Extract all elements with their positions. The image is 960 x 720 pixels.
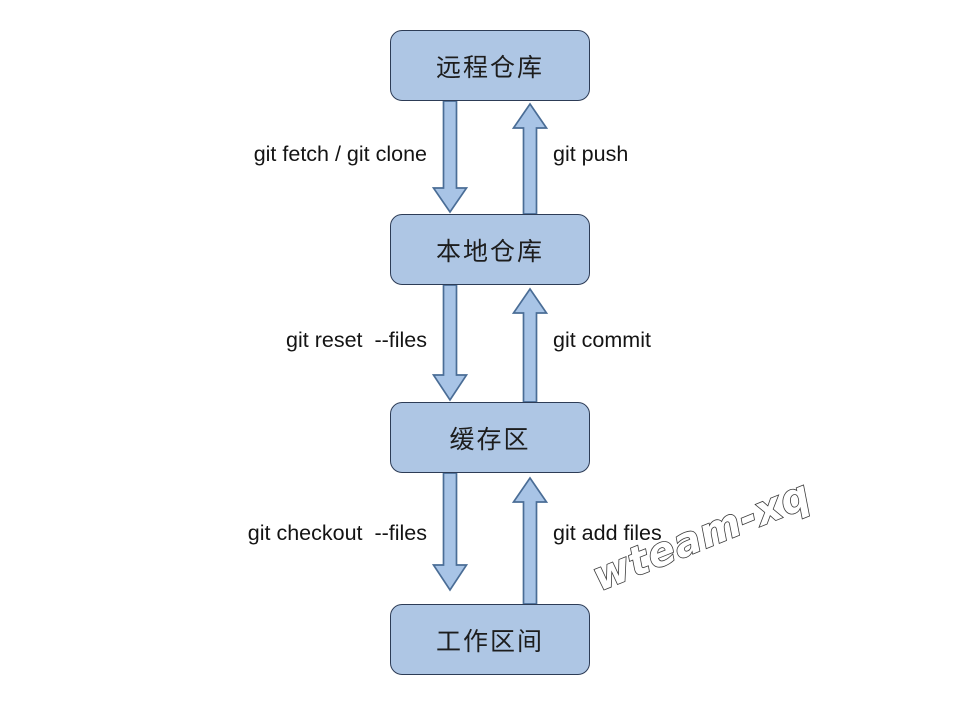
node-local-repository-label: 本地仓库 [435,236,544,266]
edge-label-fetch-clone: git fetch / git clone [253,142,427,166]
edge-label-checkout: git checkout --files [247,521,427,545]
node-remote-repository[interactable]: 远程仓库 [390,30,590,101]
arrow-push [511,102,549,215]
edge-label-add: git add files [553,521,662,545]
edge-label-commit: git commit [553,328,651,352]
arrow-commit [511,287,549,403]
arrow-reset [431,284,469,402]
node-working-directory[interactable]: 工作区间 [390,604,590,675]
arrow-fetch-clone [431,100,469,214]
edge-label-push: git push [553,142,629,166]
edge-label-reset: git reset --files [286,328,427,352]
node-staging-area-label: 缓存区 [449,424,531,454]
node-local-repository[interactable]: 本地仓库 [390,214,590,285]
arrow-checkout [431,472,469,592]
node-working-directory-label: 工作区间 [435,626,544,656]
arrow-add [511,476,549,605]
node-remote-repository-label: 远程仓库 [435,52,544,82]
node-staging-area[interactable]: 缓存区 [390,402,590,473]
